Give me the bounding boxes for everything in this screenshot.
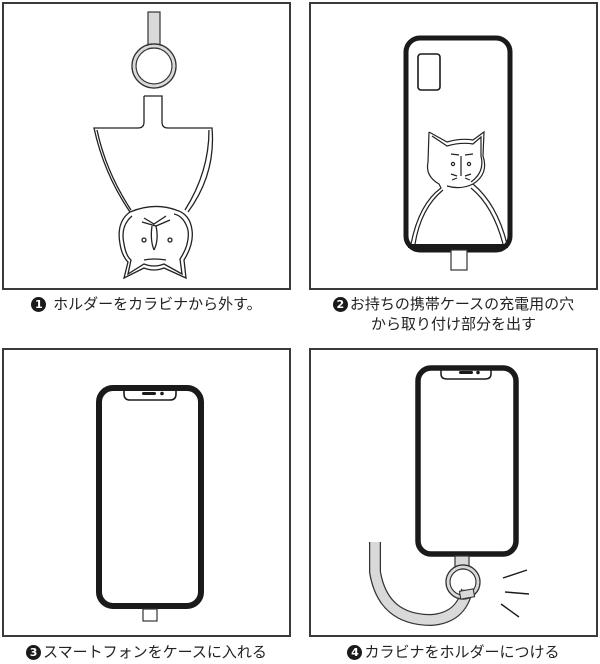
case-illustration xyxy=(403,35,513,271)
step-2-panel xyxy=(309,2,598,290)
strap-icon xyxy=(370,542,472,625)
step-1-caption: 1 ホルダーをカラビナから外す。 xyxy=(2,294,291,314)
strap-icon xyxy=(147,11,161,49)
step-3-panel xyxy=(2,348,291,637)
step-number-badge: 2 xyxy=(332,297,348,312)
step-4-panel xyxy=(309,348,598,637)
step-3-text: スマートフォンをケースに入れる xyxy=(43,643,267,661)
attachment-tab-icon xyxy=(450,249,468,271)
step-number-badge: 3 xyxy=(26,645,42,660)
step-1-panel xyxy=(2,2,291,290)
carabiner-illustration xyxy=(369,365,530,627)
holder-illustration xyxy=(93,11,214,280)
attachment-tab-icon xyxy=(142,608,158,622)
step-number-badge: 1 xyxy=(31,297,47,312)
click-motion-icon xyxy=(500,569,530,618)
notch-icon xyxy=(440,368,492,380)
phone-illustration xyxy=(96,385,204,622)
carabiner-ring-icon xyxy=(131,43,177,89)
cat-holder-icon xyxy=(93,95,214,280)
step-2-line-2: から取り付け部分を出す xyxy=(370,315,536,333)
smartphone-icon xyxy=(415,365,519,557)
step-number-badge: 4 xyxy=(347,645,363,660)
step-4-text: カラビナをホルダーにつける xyxy=(364,643,560,661)
smartphone-icon xyxy=(96,385,204,609)
step-1-text: ホルダーをカラビナから外す。 xyxy=(53,295,262,313)
cat-print-icon xyxy=(410,130,508,245)
camera-icon xyxy=(417,53,441,91)
notch-icon xyxy=(123,388,177,401)
